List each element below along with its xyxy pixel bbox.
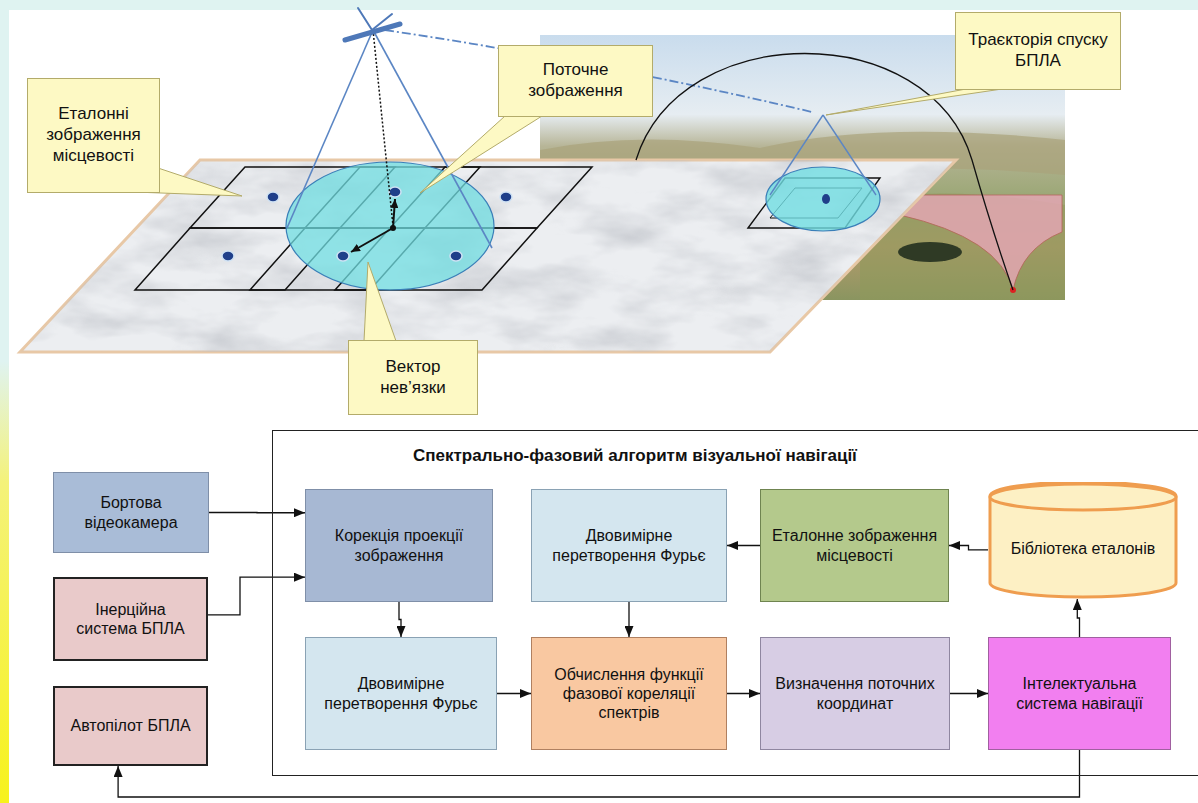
flow-arrow [118, 750, 1079, 797]
node-label: Траєкторія спуску БПЛА [964, 30, 1112, 71]
process-box: Визначення поточних координат [760, 637, 950, 750]
terrain-plane [20, 160, 956, 352]
nadir-line [373, 30, 393, 226]
flow-arrow [727, 693, 760, 694]
reference-center [389, 187, 401, 197]
callout-tail [364, 262, 396, 341]
reference-center [822, 194, 830, 204]
node-label: Визначення поточних координат [771, 674, 939, 712]
flow-arrow [949, 546, 988, 550]
uav-fin [372, 14, 392, 30]
flow-arrow [209, 512, 305, 514]
node-label: Автопілот БПЛА [70, 716, 190, 735]
callout-box: Траєкторія спуску БПЛА [955, 12, 1121, 90]
top-band [0, 0, 1198, 10]
node-label: Двовимірне перетворення Фурьє [316, 674, 486, 712]
flow-arrow [628, 602, 629, 637]
process-box: Інтелектуальна система навігації [988, 637, 1171, 750]
node-label: Бібліотека еталонів [1011, 539, 1155, 558]
left-strip [0, 0, 9, 803]
reference-center [222, 251, 234, 261]
node-label: Інерційна система БПЛА [65, 600, 196, 638]
flow-arrow [727, 545, 760, 546]
database-cylinder: Бібліотека еталонів [988, 482, 1178, 599]
node-label: Поточне зображення [507, 60, 644, 101]
node-label: Бортова відеокамера [64, 493, 198, 531]
reference-center [450, 251, 462, 261]
residual-vector [393, 199, 395, 228]
node-label: Двовимірне перетворення Фурьє [542, 526, 716, 564]
reference-center [500, 192, 512, 202]
node-label: Еталонне зображення місцевості [771, 526, 938, 564]
process-box: Двовимірне перетворення Фурьє [305, 637, 497, 750]
current-image-area [286, 162, 494, 290]
flow-arrow [1077, 599, 1079, 637]
node-label: Еталонні зображення місцевості [36, 104, 151, 166]
flow-arrow [208, 577, 305, 615]
uav-fin [358, 8, 372, 30]
residual-vector [351, 228, 393, 252]
forest [898, 242, 962, 262]
cylinder-body [990, 482, 1176, 597]
marble-texture [20, 160, 956, 352]
callout-box: Поточне зображення [498, 45, 653, 117]
flow-arrow [399, 602, 401, 637]
node-label: Корекція проекції зображення [332, 526, 466, 564]
reference-centers [222, 187, 512, 261]
node-label: Обчислення функції фазової кореляції спе… [542, 665, 716, 723]
process-box: Двовимірне перетворення Фурьє [531, 489, 727, 602]
view-cone-line [373, 30, 492, 248]
flow-arrow [950, 693, 988, 694]
callout-tail [826, 89, 1002, 115]
algorithm-frame: Спектрально-фазовий алгоритм візуальної … [272, 430, 1198, 776]
view-cone-line [287, 30, 373, 228]
view-cone-line [770, 115, 823, 195]
node-label: Інтелектуальна система навігації [999, 674, 1160, 712]
current-image-area [766, 167, 880, 231]
flight-path [385, 30, 812, 112]
process-box: Корекція проекції зображення [305, 489, 493, 602]
reference-center [337, 251, 349, 261]
process-box: Обчислення функції фазової кореляції спе… [531, 637, 727, 750]
reference-center [267, 192, 279, 202]
view-cone-line [823, 115, 876, 195]
frame-heading: Спектрально-фазовий алгоритм візуальної … [273, 431, 1198, 466]
node-label: Вектор нев’язки [357, 357, 469, 398]
callout-tail [420, 116, 542, 193]
callout-box: Вектор нев’язки [348, 340, 478, 415]
flow-arrow [497, 693, 531, 694]
device-box: Бортова відеокамера [53, 472, 209, 553]
process-box: Еталонне зображення місцевості [760, 489, 949, 602]
cylinder-top [990, 484, 1176, 510]
callout-box: Еталонні зображення місцевості [27, 78, 160, 193]
uav-wing [345, 24, 400, 40]
device-box: Інерційна система БПЛА [53, 577, 208, 661]
uav-symbol [345, 8, 400, 40]
device-box: Автопілот БПЛА [53, 686, 208, 766]
